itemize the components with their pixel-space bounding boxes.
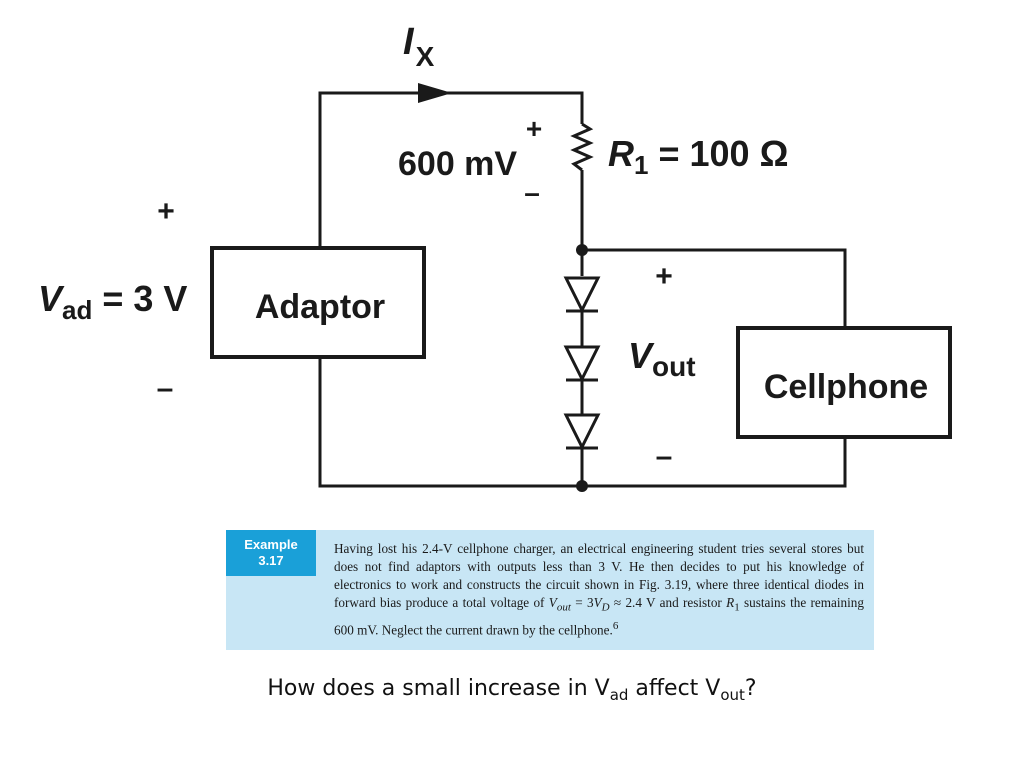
cellphone-label: Cellphone: [764, 368, 928, 406]
vout-plus: +: [655, 260, 673, 293]
diode-2: [563, 345, 601, 383]
cellphone-box: [736, 326, 952, 439]
current-label: IX: [403, 21, 435, 72]
adaptor-label: Adaptor: [255, 288, 385, 326]
example-box: Example 3.17 Having lost his 2.4-V cellp…: [226, 530, 874, 650]
current-arrow: [418, 83, 452, 103]
resistor-drop-label: 600 mV: [398, 145, 517, 183]
node-bottom: [576, 480, 588, 492]
question-text: How does a small increase in Vad affect …: [267, 676, 757, 704]
example-badge: Example 3.17: [226, 530, 316, 576]
resistor-label: R1 = 100 Ω: [608, 133, 788, 180]
diodes: [563, 276, 601, 451]
node-top: [576, 244, 588, 256]
source-voltage-label: Vad = 3 V: [38, 278, 187, 325]
source-minus: –: [157, 372, 174, 405]
adaptor-box: [210, 246, 426, 359]
resistor-plus: +: [526, 113, 542, 144]
source-plus: +: [157, 195, 175, 228]
vout-label: Vout: [628, 335, 696, 382]
diode-1: [563, 276, 601, 314]
vout-minus: –: [656, 440, 673, 473]
example-text: Having lost his 2.4-V cellphone charger,…: [334, 541, 864, 638]
example-badge-number: 3.17: [258, 553, 284, 568]
example-badge-title: Example: [244, 537, 298, 552]
wire-node-to-cellphone: [582, 248, 847, 328]
resistor-r1: [570, 122, 594, 172]
diode-3: [563, 413, 601, 451]
resistor-minus: –: [524, 177, 540, 208]
